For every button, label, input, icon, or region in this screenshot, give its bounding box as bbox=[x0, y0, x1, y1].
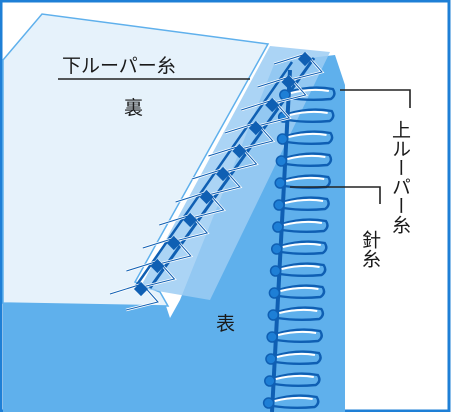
needle-bead bbox=[262, 397, 275, 409]
upper-looper-loop-highlight bbox=[285, 176, 325, 182]
needle-thread-label: 針糸 bbox=[359, 230, 381, 268]
upper-looper-loop-highlight bbox=[274, 396, 313, 402]
needle-thread-leader bbox=[290, 186, 381, 204]
lower-looper-zigzag-outline bbox=[175, 191, 225, 219]
upper-looper-loop bbox=[276, 306, 325, 321]
upper-looper-leader bbox=[340, 89, 411, 108]
upper-looper-loop-highlight bbox=[290, 88, 330, 94]
upper-looper-loop bbox=[278, 284, 326, 299]
needle-bead bbox=[265, 353, 277, 365]
needle-bead bbox=[272, 221, 284, 233]
lower-looper-zigzag-outline bbox=[142, 237, 192, 265]
upper-looper-loop bbox=[282, 196, 330, 211]
stitch-knot bbox=[183, 212, 198, 228]
stitch-knot bbox=[232, 143, 247, 159]
lower-looper-line bbox=[134, 61, 294, 287]
lower-looper-zigzag-outline bbox=[208, 145, 258, 173]
lower-looper-zigzag-outline bbox=[109, 283, 159, 311]
upper-looper-loop bbox=[272, 394, 320, 409]
back-side-label: 裏 bbox=[124, 97, 143, 119]
needle-bead bbox=[264, 375, 276, 387]
needle-bead bbox=[269, 265, 282, 277]
upper-looper-loop bbox=[288, 86, 336, 101]
upper-looper-loop-highlight bbox=[280, 286, 319, 292]
upper-looper-loop-highlight bbox=[277, 330, 317, 336]
lower-looper-zigzag-outline bbox=[191, 168, 241, 196]
needle-bead bbox=[273, 199, 285, 211]
needle-bead bbox=[267, 309, 280, 321]
stitch-knot bbox=[281, 74, 296, 90]
upper-looper-loop-highlight bbox=[276, 352, 316, 358]
upper-looper-loop-highlight bbox=[283, 220, 323, 226]
lower-looper-zigzag-outline bbox=[241, 99, 291, 127]
needle-bead bbox=[276, 133, 289, 145]
needle-bead bbox=[270, 243, 283, 255]
lower-looper-zigzag-outline bbox=[159, 214, 209, 242]
stitch-knot bbox=[133, 281, 149, 297]
upper-looper-loop bbox=[274, 350, 322, 365]
stitch-knot bbox=[215, 166, 231, 182]
lower-looper-zigzag-outline bbox=[126, 260, 176, 288]
stitch-knot bbox=[297, 51, 313, 67]
upper-looper-loop bbox=[279, 262, 327, 277]
upper-looper-loop-highlight bbox=[287, 154, 326, 160]
upper-looper-loop-highlight bbox=[289, 110, 328, 116]
needle-bead bbox=[274, 177, 286, 189]
stitch-pattern bbox=[109, 51, 336, 412]
upper-looper-loop bbox=[281, 218, 329, 233]
upper-looper-loop-highlight bbox=[275, 374, 314, 380]
lower-looper-zigzag-outline bbox=[273, 53, 323, 81]
needle-bead bbox=[266, 331, 278, 343]
upper-looper-loop-highlight bbox=[282, 242, 321, 248]
upper-looper-loop-highlight bbox=[284, 198, 324, 204]
upper-looper-loop-highlight bbox=[279, 308, 318, 314]
upper-looper-loop bbox=[285, 152, 333, 167]
needle-bead bbox=[275, 155, 288, 167]
front-side-label: 表 bbox=[216, 313, 235, 335]
lower-looper-thread-label: 下ルーパー糸 bbox=[62, 55, 176, 77]
stitch-knot bbox=[150, 258, 165, 274]
upper-looper-loop bbox=[273, 372, 321, 387]
lower-looper-zigzag-outline bbox=[224, 122, 274, 150]
upper-looper-loop bbox=[275, 328, 323, 343]
needle-bead bbox=[268, 287, 281, 299]
stitch-knot bbox=[166, 235, 181, 251]
stitch-knot bbox=[199, 189, 214, 205]
upper-looper-thread-label: 上ルーパー糸 bbox=[389, 120, 411, 234]
upper-looper-loop-highlight bbox=[281, 264, 320, 270]
lower-looper-zigzag-outline bbox=[257, 76, 307, 104]
upper-looper-loop bbox=[287, 108, 335, 123]
upper-looper-loop bbox=[286, 130, 334, 145]
upper-looper-loop-highlight bbox=[288, 132, 327, 138]
upper-looper-loop bbox=[280, 240, 328, 255]
stitch-knot bbox=[265, 97, 280, 113]
